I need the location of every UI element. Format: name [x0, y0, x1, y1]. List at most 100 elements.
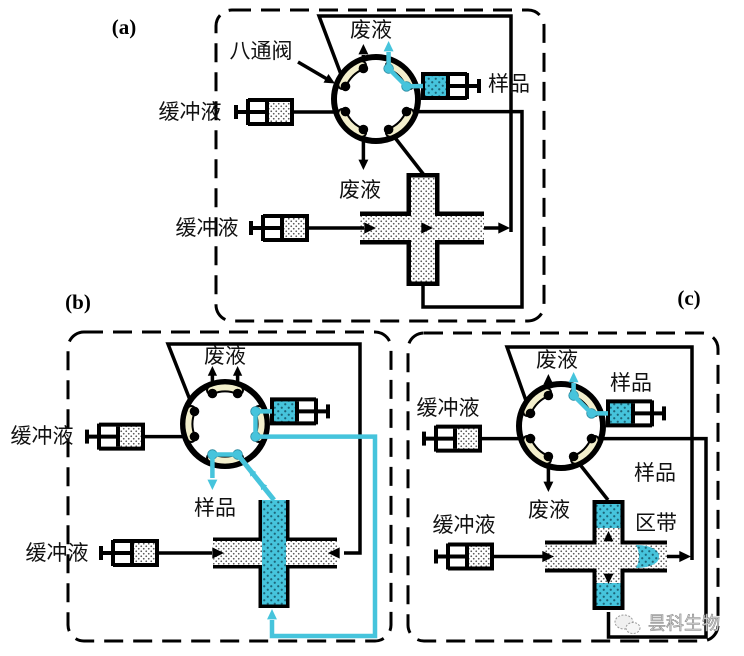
buffer-syringe-bottom-barrel: [113, 539, 159, 567]
separation-return-line: [165, 342, 362, 555]
panel-b-labels: (b) 废液 缓冲液 样品 缓冲液: [11, 290, 247, 565]
waste-bottom-arrow-icon: [358, 159, 369, 170]
sample-outlet-arrow-icon: [207, 479, 218, 490]
sample-zone-label-line2: 区带: [635, 511, 677, 535]
buffer-top-label: 缓冲液: [159, 100, 222, 124]
waste-right-arrow-icon: [232, 366, 243, 376]
eight-port-valve-port-1: [543, 390, 554, 401]
watermark-text: 昙科生物: [648, 614, 720, 635]
sample-syringe: [421, 72, 481, 100]
split-flow-down-arrow-icon: [603, 573, 614, 584]
waste-bottom-arrow-icon: [543, 481, 554, 492]
panel-a-labels: (a) 八通阀 废液 样品 缓冲液 废液 缓冲液: [112, 15, 530, 240]
buffer-syringe-top: [234, 98, 294, 126]
eight-port-valve-port-7: [189, 431, 200, 442]
eight-port-valve-port-1: [358, 63, 369, 74]
sample-outlet-label: 样品: [194, 496, 236, 520]
sample-fill-path: [386, 52, 424, 89]
sample-syringe-fluid: [423, 75, 448, 97]
waste-top-arrow-icon: [358, 44, 369, 55]
flow-direction-arrow-icon: [421, 222, 433, 234]
panel-c-label: (c): [677, 286, 700, 310]
waste-left-arrow-icon: [207, 366, 218, 376]
sample-syringe-fluid: [608, 402, 633, 425]
panel-a-dashed-frame: [214, 8, 546, 323]
sample-syringe: [606, 399, 666, 428]
cross-to-valve-sample-line: [235, 452, 276, 502]
buffer-inlet-arrow-icon: [364, 222, 376, 234]
eight-port-valve-port-5: [568, 451, 579, 462]
buffer-syringe-bottom-fluid: [282, 217, 307, 239]
panel-c-dashed-frame: [406, 331, 720, 643]
sample-flow-arrow-icon: [248, 468, 257, 477]
sample-push-arrow-icon: [267, 609, 277, 620]
valve-pointer-line: [297, 60, 328, 81]
buffer-syringe-bottom: [434, 542, 494, 571]
waste-bottom-label: 废液: [339, 178, 381, 202]
cross-channel: [213, 500, 337, 608]
buffer-bottom-label: 缓冲液: [26, 541, 89, 565]
eight-port-valve-port-0: [525, 408, 536, 419]
buffer-bottom-label: 缓冲液: [176, 216, 239, 240]
eight-port-valve-port-1: [207, 388, 218, 399]
separation-return-line: [316, 14, 513, 232]
waste-top-label: 废液: [350, 18, 392, 42]
eight-port-valve-port-6: [358, 124, 369, 135]
panel-a-shapes: [214, 8, 546, 323]
sample-syringe: [270, 397, 330, 426]
buffer-syringe-bottom-barrel: [263, 214, 309, 242]
buffer-syringe-bottom: [99, 539, 159, 567]
eight-port-valve-port-5: [383, 124, 394, 135]
valve-label: 八通阀: [230, 39, 293, 63]
buffer-syringe-top-barrel: [248, 98, 294, 126]
sample-syringe-fluid: [272, 400, 297, 423]
cross-channel-injection-channel: [262, 500, 286, 605]
cross-bottom-line: [406, 109, 524, 309]
eight-port-valve-port-4: [586, 433, 597, 444]
eight-port-valve-port-0: [189, 406, 200, 417]
buffer-syringe-top-barrel: [99, 422, 145, 451]
eight-port-valve-body: [180, 379, 270, 469]
buffer-inlet-arrow-icon: [542, 550, 554, 563]
eight-port-valve-port-7: [525, 433, 536, 444]
sample-push-path: [253, 409, 378, 639]
buffer-syringe-top: [422, 424, 482, 453]
panel-b: (b) 废液 缓冲液 样品 缓冲液: [11, 290, 393, 643]
waste-top-arrow-icon: [543, 374, 554, 385]
panel-a-label: (a): [112, 15, 137, 39]
eight-port-valve: [516, 381, 606, 471]
eight-port-valve-port-7: [340, 106, 351, 117]
buffer-syringe-top-fluid: [455, 427, 480, 450]
panel-c-labels: (c) 废液 样品 缓冲液 样品 废液 区带 缓冲液: [417, 286, 701, 537]
eight-port-valve-port-0: [340, 81, 351, 92]
cross-outlet-arrow-icon: [498, 222, 510, 234]
buffer-syringe-bottom-fluid: [467, 545, 492, 568]
separation-return-line: [504, 345, 694, 560]
sample-overflow-arrow-icon: [568, 372, 579, 383]
panel-b-label: (b): [65, 290, 91, 314]
wechat-icon: [614, 614, 641, 634]
sample-flow-arrow-icon: [259, 481, 268, 491]
return-inlet-arrow-icon: [328, 547, 340, 559]
sample-plug-lower: [596, 583, 621, 606]
valve-pointer-arrow-icon: [323, 74, 335, 84]
panel-c: (c) 废液 样品 缓冲液 样品 废液 区带 缓冲液: [406, 286, 720, 643]
panel-c-shapes: [406, 331, 720, 643]
buffer-syringe-bottom-barrel: [448, 542, 494, 571]
watermark: 昙科生物: [614, 613, 720, 635]
sample-plug-upper: [596, 504, 621, 528]
waste-top-label: 废液: [536, 348, 578, 372]
buffer-syringe-bottom: [249, 214, 309, 242]
eight-port-valve-port-2: [232, 388, 243, 399]
buffer-inlet-arrow-icon: [212, 547, 224, 559]
panel-b-dashed-frame: [66, 330, 393, 643]
buffer-syringe-top-barrel: [436, 424, 482, 453]
buffer-syringe-bottom-fluid: [132, 542, 157, 564]
panel-a: (a) 八通阀 废液 样品 缓冲液 废液 缓冲液: [112, 8, 546, 323]
sample-zone: [636, 545, 659, 568]
split-flow-up-arrow-icon: [603, 531, 614, 542]
sample-syringe-label: 样品: [488, 72, 530, 96]
buffer-syringe-top: [85, 422, 145, 451]
sample-fill-path: [571, 383, 608, 416]
